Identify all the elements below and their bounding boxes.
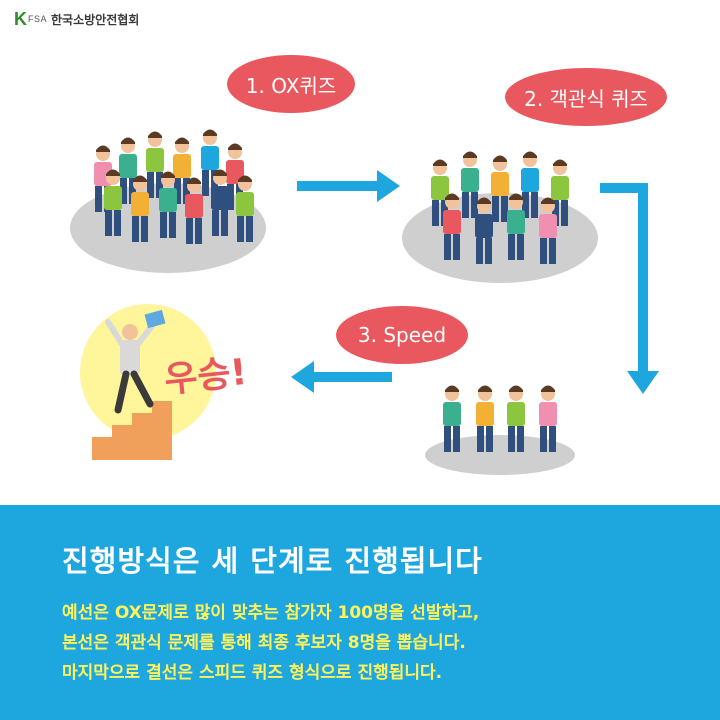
winner-illustration [80,304,216,460]
step-label: 1. OX퀴즈 [245,73,337,98]
panel-line: 예선은 OX문제로 많이 맞추는 참가자 100명을 선발하고, [62,603,480,623]
logo: K FSA 한국소방안전협회 [14,8,139,30]
info-panel [0,505,720,720]
step-label: 3. Speed [357,323,447,347]
arrow-left [291,361,392,393]
arrow-right [297,170,400,202]
step-bubble-multiple-choice: 2. 객관식 퀴즈 [505,68,667,126]
logo-mark: K [14,8,27,29]
step-label: 2. 객관식 퀴즈 [524,86,648,111]
arrow-elbow-down [600,183,659,394]
logo-abbr: FSA [28,14,48,24]
panel-line: 본선은 객관식 문제를 통해 최종 후보자 8명을 뽑습니다. [62,633,466,653]
logo-name: 한국소방안전협회 [51,12,140,27]
panel-title: 진행방식은 세 단계로 진행됩니다 [62,544,483,578]
winner-text: 우승! [162,351,249,402]
panel-line: 마지막으로 결선은 스피드 퀴즈 형식으로 진행됩니다. [62,663,443,683]
crowd-ground-3 [425,435,575,475]
step-bubble-speed: 3. Speed [336,306,468,364]
scene-illustration [70,129,659,475]
crowd-ground-2 [402,193,598,283]
step-bubble-ox: 1. OX퀴즈 [227,55,355,113]
